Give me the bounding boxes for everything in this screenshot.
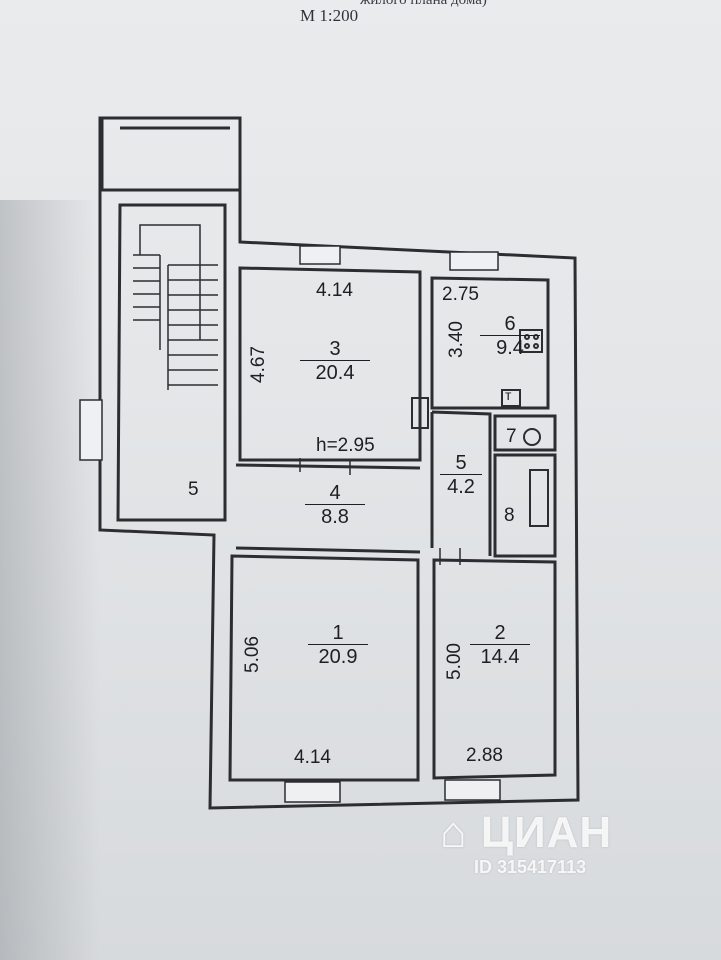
dim-room6-left: 3.40 <box>445 321 467 358</box>
room-4-label: 4 8.8 <box>305 482 365 528</box>
t-fixture <box>501 389 521 407</box>
t-mark-label: т <box>505 387 512 403</box>
bath-fixture <box>529 469 549 527</box>
dim-room3-top: 4.14 <box>316 280 353 301</box>
entry-block <box>100 118 240 192</box>
stair-number-label: 5 <box>188 479 199 500</box>
window <box>449 251 499 271</box>
room-5-walls <box>430 410 492 556</box>
dim-room2-left: 5.00 <box>443 643 465 680</box>
room-2-label: 2 14.4 <box>470 622 530 668</box>
cian-logo-icon: ⌂ <box>440 808 481 857</box>
room-7-label: 7 <box>506 426 517 447</box>
dim-room2-bottom: 2.88 <box>466 745 503 766</box>
room-1-walls <box>228 554 420 782</box>
room-2-walls <box>432 558 557 780</box>
stair-block <box>116 203 227 522</box>
listing-id: ID 315417113 <box>474 857 587 877</box>
dim-room1-bottom: 4.14 <box>294 747 331 768</box>
page-shadow <box>0 200 100 960</box>
dim-room6-top: 2.75 <box>442 284 479 305</box>
toilet-fixture <box>523 428 541 446</box>
ceiling-height-label: h=2.95 <box>316 435 375 456</box>
outer-wall <box>98 116 580 810</box>
stair-path <box>139 224 201 340</box>
scale-label: М 1:200 <box>300 6 359 25</box>
window <box>284 781 341 803</box>
window <box>299 245 341 265</box>
room-1-label: 1 20.9 <box>308 622 368 668</box>
window <box>444 779 501 801</box>
header-cut-text: жилого плана дома) <box>360 0 487 8</box>
corridor-walls <box>235 463 421 554</box>
room-8-label: 8 <box>504 505 515 526</box>
room-3-label: 3 20.4 <box>300 338 370 384</box>
room-3-walls <box>238 266 422 462</box>
room-5-label: 5 4.2 <box>440 452 482 498</box>
chimney <box>411 397 429 429</box>
dim-room1-left: 5.06 <box>241 636 263 673</box>
stove-fixture <box>519 329 543 353</box>
dim-room3-left: 4.67 <box>247 346 269 383</box>
cian-watermark: ⌂ ЦИАН <box>440 808 613 857</box>
room-7-8-walls <box>493 414 557 558</box>
room-6-label: 6 9.4 <box>480 313 540 359</box>
room-6-walls <box>430 276 550 410</box>
window <box>79 399 103 461</box>
